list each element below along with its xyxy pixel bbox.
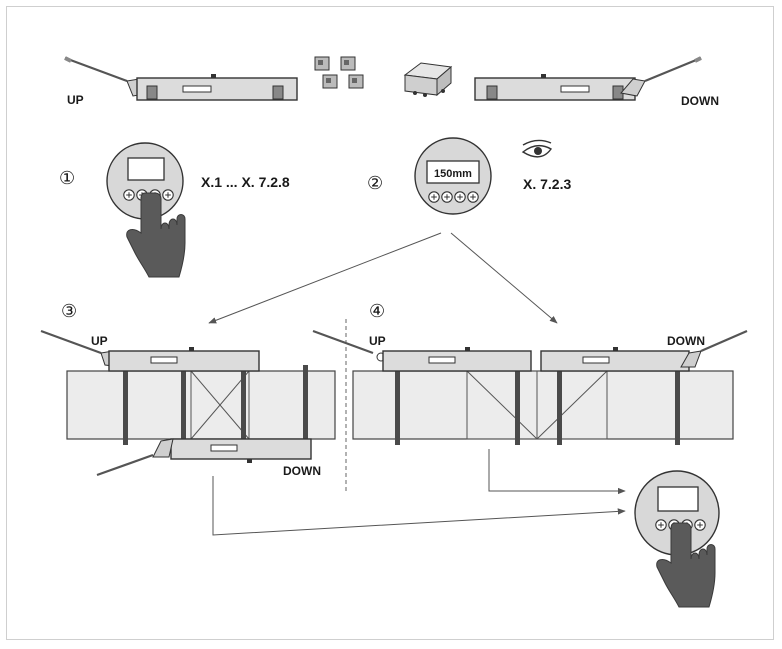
sensor-up-step3: [40, 329, 260, 372]
transducer-modules: [314, 56, 364, 89]
label-up-step4: UP: [369, 334, 386, 348]
eye-icon: [521, 139, 553, 158]
display-value: 150mm: [434, 168, 472, 180]
pipe-step3: [66, 370, 336, 440]
label-down-top: DOWN: [681, 94, 719, 108]
keypad-button-icon: [162, 189, 174, 201]
sensor-up-top: [64, 56, 298, 101]
step1-code: X.1 ... X. 7.2.8: [201, 174, 290, 190]
label-up-top: UP: [67, 93, 84, 107]
clamps-step3: [123, 365, 308, 445]
step-3-marker: ③: [61, 301, 77, 322]
step-2-marker: ②: [367, 173, 383, 194]
clamps-step4: [395, 365, 680, 445]
keypad-button-icon: [454, 191, 466, 203]
label-down-step3: DOWN: [283, 464, 321, 478]
sensor-up-step4: [312, 329, 532, 372]
arrow-step3-to-device: [212, 476, 626, 536]
keypad-button-icon: [428, 191, 440, 203]
device-bottom: [634, 470, 720, 556]
keypad-button-icon: [655, 519, 667, 531]
keypad-button-icon: [467, 191, 479, 203]
sensor-down-top: [474, 56, 702, 101]
sensor-down-step4: [540, 329, 748, 372]
label-down-step4: DOWN: [667, 334, 705, 348]
keypad-button-icon: [123, 189, 135, 201]
step-4-marker: ④: [369, 301, 385, 322]
label-up-step3: UP: [91, 334, 108, 348]
step2-code: X. 7.2.3: [523, 176, 571, 192]
device-step1: [106, 142, 184, 220]
keypad-button-icon: [694, 519, 706, 531]
arrow-to-step3: [208, 232, 442, 324]
device-step2: 150mm: [414, 137, 492, 215]
junction-box: [403, 62, 453, 97]
sensor-down-step3: [96, 438, 312, 477]
arrow-to-step4: [450, 232, 558, 324]
installation-diagram: UP DOWN ① X.1 ... X.: [40, 56, 748, 608]
arrow-step4-to-device: [488, 449, 626, 495]
figure-frame: UP DOWN ① X.1 ... X.: [6, 6, 774, 640]
keypad-button-icon: [441, 191, 453, 203]
step-1-marker: ①: [59, 168, 75, 189]
